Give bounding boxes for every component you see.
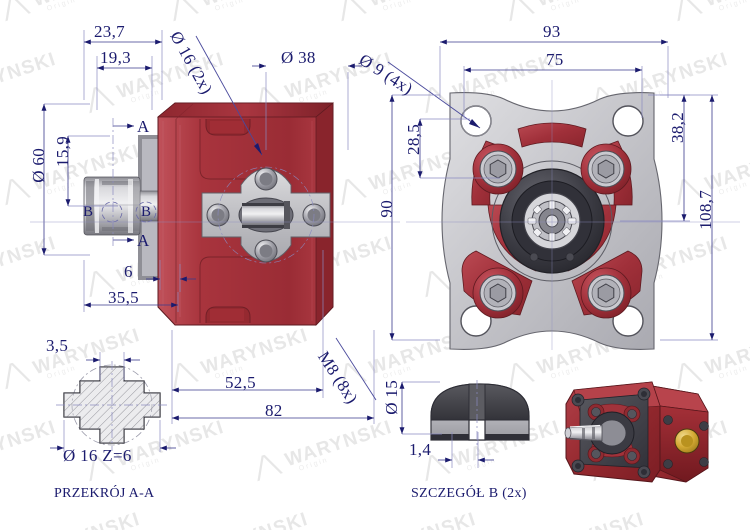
dim-75: 75 (546, 50, 564, 69)
isometric-view-artwork (564, 381, 709, 483)
section-aa-artwork (56, 361, 168, 451)
dim-108-7: 108,7 (696, 190, 715, 230)
detail-b-artwork (430, 380, 530, 448)
section-mark-a-bottom: A (137, 231, 150, 250)
dim-1-4: 1,4 (409, 440, 432, 459)
dim-dia-16-z6: Ø 16 Z=6 (63, 446, 132, 465)
dim-dia-15: Ø 15 (382, 380, 401, 415)
dim-52-5: 52,5 (225, 373, 256, 392)
dim-90: 90 (377, 200, 396, 218)
detail-mark-b-right: B (141, 204, 152, 220)
section-mark-a-top: A (137, 117, 150, 136)
dim-dia-60: Ø 60 (29, 148, 48, 183)
dim-6: 6 (124, 262, 133, 281)
dim-23-7: 23,7 (94, 22, 125, 41)
caption-section-aa: PRZEKRÓJ A-A (54, 486, 155, 501)
dim-35-5: 35,5 (108, 288, 139, 307)
dim-19-3: 19,3 (100, 48, 131, 67)
dim-93: 93 (543, 22, 561, 41)
dim-3-5: 3,5 (46, 336, 69, 355)
side-view-artwork (83, 102, 334, 326)
dim-dia-38: Ø 38 (281, 48, 316, 67)
dim-38-2: 38,2 (668, 112, 687, 143)
caption-detail-b: SZCZEGÓŁ B (2x) (411, 486, 527, 501)
dim-82: 82 (265, 401, 283, 420)
detail-mark-b-left: B (83, 204, 94, 220)
dim-28-5: 28,5 (404, 124, 423, 155)
dim-15-9: 15,9 (53, 136, 72, 167)
